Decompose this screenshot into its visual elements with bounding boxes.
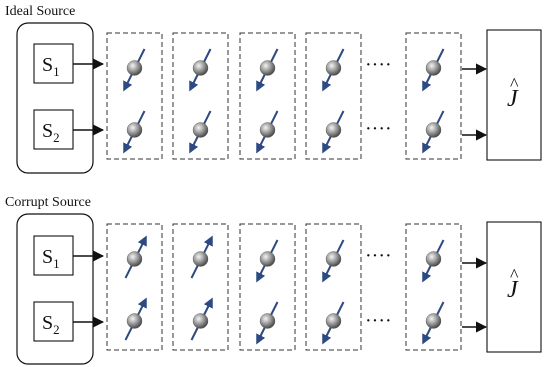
operator-j: J	[507, 86, 519, 112]
spin-particle	[325, 251, 342, 267]
spin-column-4	[305, 223, 362, 351]
measurement-box	[486, 221, 542, 353]
ellipsis-row-2: ····	[365, 118, 392, 140]
ellipsis-row-1: ····	[365, 245, 392, 267]
source-box-s1	[33, 43, 74, 84]
spin-particle	[325, 313, 342, 329]
source-label-s2: S2	[42, 312, 60, 337]
spin-particle	[126, 122, 143, 138]
spin-column-2	[172, 32, 229, 160]
spin-column-3	[239, 223, 296, 351]
source-label-s2: S2	[42, 120, 60, 145]
spin-columns	[106, 223, 462, 351]
measurement-box	[486, 29, 542, 161]
spin-particle	[126, 251, 143, 267]
spin-particle	[259, 60, 276, 76]
spin-particle	[425, 60, 442, 76]
spin-particle	[192, 313, 209, 329]
source-enclosure	[16, 213, 94, 365]
spin-particle	[259, 313, 276, 329]
spin-particle	[192, 60, 209, 76]
spin-columns	[106, 32, 462, 160]
source-label-s1: S1	[42, 54, 60, 79]
spin-particle	[192, 251, 209, 267]
spin-particle	[425, 122, 442, 138]
spin-column-5	[405, 32, 462, 160]
ellipsis-row-2: ····	[365, 310, 392, 332]
panel-title: Corrupt Source	[5, 195, 91, 210]
operator-hat: ^	[510, 265, 519, 285]
spin-particle	[425, 251, 442, 267]
spin-particle	[126, 60, 143, 76]
source-box-s2	[33, 301, 74, 342]
operator-hat: ^	[510, 74, 519, 94]
ellipsis-row-1: ····	[365, 54, 392, 76]
source-label-s1: S1	[42, 246, 60, 271]
spin-particle	[325, 122, 342, 138]
spin-particle	[259, 251, 276, 267]
spin-column-1	[106, 223, 163, 351]
spin-particle	[425, 313, 442, 329]
panel-corrupt-source: Corrupt Source S1 S2 ···· ···· ^ J	[5, 195, 542, 365]
spin-particle	[192, 122, 209, 138]
spin-column-2	[172, 223, 229, 351]
spin-column-3	[239, 32, 296, 160]
panel-title: Ideal Source	[5, 4, 75, 19]
panel-ideal-source: Ideal Source S1 S2 ···· ···· ^ J	[5, 4, 542, 174]
source-enclosure	[16, 22, 94, 174]
spin-column-5	[405, 223, 462, 351]
spin-particle	[259, 122, 276, 138]
spin-column-4	[305, 32, 362, 160]
spin-particle	[126, 313, 143, 329]
spin-column-1	[106, 32, 163, 160]
spin-particle	[325, 60, 342, 76]
operator-j: J	[507, 277, 519, 303]
